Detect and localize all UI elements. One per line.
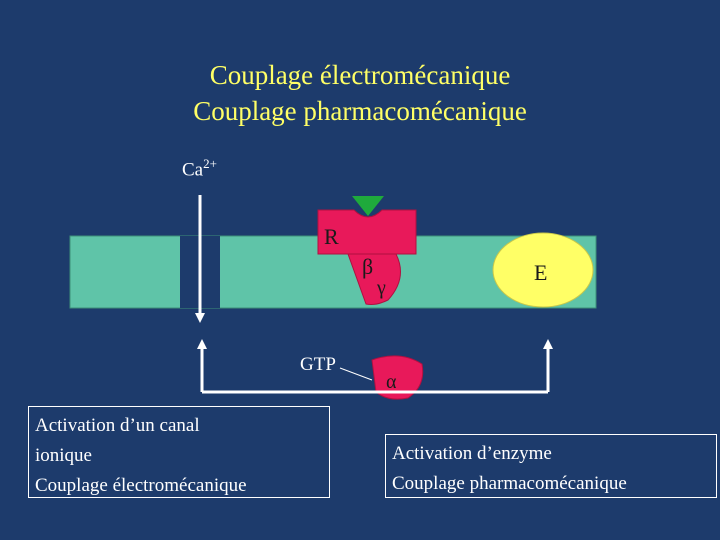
enzyme-label: E [534,260,547,285]
left-activation-box: Activation d’un canal ionique Couplage é… [28,406,330,498]
gtp-pointer [339,367,373,381]
gamma-label: γ [376,277,386,299]
beta-gamma-subunit [347,253,401,305]
gtp-label: GTP [300,354,336,375]
title-line-1: Couplage électromécanique [209,60,511,90]
calcium-ion-label: Ca2+ [182,156,217,181]
calcium-symbol: Ca [182,159,204,181]
left-box-line-3: Couplage électromécanique [35,475,247,496]
right-box-line-1: Activation d’enzyme [392,443,552,464]
alpha-subunit [371,355,424,400]
calcium-charge: 2+ [203,156,217,171]
title-line-2: Couplage pharmacomécanique [193,96,527,126]
ligand-triangle [352,196,384,216]
receptor-shape [317,209,417,255]
alpha-label: α [386,371,397,393]
right-box-line-2: Couplage pharmacomécanique [392,473,627,494]
receptor-label: R [324,224,339,249]
right-activation-box: Activation d’enzyme Couplage pharmacoméc… [385,434,717,498]
left-box-line-1: Activation d’un canal [35,415,200,436]
beta-label: β [362,254,373,279]
left-box-line-2: ionique [35,445,92,466]
enzyme-ellipse [492,232,594,308]
